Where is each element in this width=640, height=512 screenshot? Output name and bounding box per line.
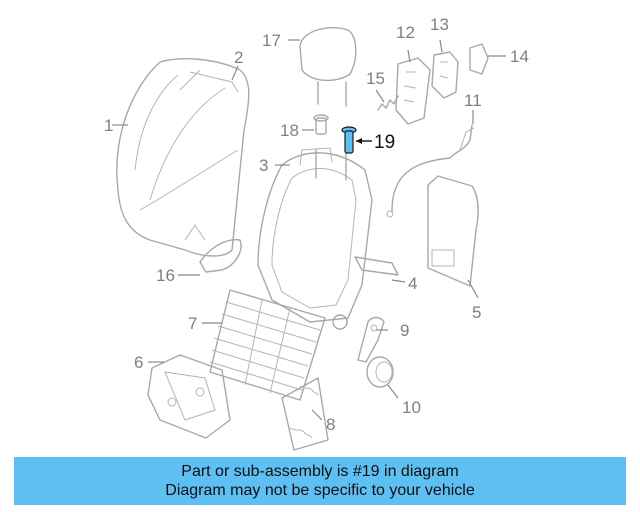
callout-17: 17 (262, 31, 281, 50)
guide-sleeve-part (313, 114, 329, 135)
callout-1: 1 (104, 116, 113, 135)
cable-part (386, 124, 475, 218)
callout-8: 8 (326, 415, 335, 434)
parts-diagram: 1 2 3 4 5 6 7 8 9 10 11 12 13 14 15 16 1… (104, 15, 529, 451)
callout-12: 12 (396, 23, 415, 42)
callout-9: 9 (400, 321, 409, 340)
callout-19: 19 (374, 132, 395, 153)
seat-bracket-part (147, 354, 231, 439)
switch-part (431, 51, 459, 99)
lumbar-grid-part (209, 289, 326, 401)
seat-back-frame-part (257, 147, 373, 330)
callout-11: 11 (464, 91, 482, 110)
callout-4: 4 (408, 274, 417, 293)
switch-knob-part (469, 43, 489, 75)
seat-back-cushion-part (116, 58, 250, 257)
callout-14: 14 (510, 47, 529, 66)
headrest-part (299, 27, 357, 107)
lever-part (357, 316, 385, 363)
switch-panel-part (395, 57, 431, 125)
leader-lines (112, 39, 506, 421)
callout-18: 18 (280, 121, 299, 140)
callout-15: 15 (366, 69, 385, 88)
spring-part (377, 95, 399, 111)
knob-part (366, 356, 394, 388)
callout-16: 16 (156, 266, 175, 285)
banner-line-2: Diagram may not be specific to your vehi… (165, 482, 475, 499)
seat-back-cover-part (189, 71, 239, 93)
banner-line-1: Part or sub-assembly is #19 in diagram (181, 463, 459, 480)
callout-2: 2 (234, 48, 243, 67)
trim-part (199, 238, 242, 273)
callout-10: 10 (402, 398, 421, 417)
callout-3: 3 (259, 156, 268, 175)
callout-13: 13 (430, 15, 449, 34)
callout-7: 7 (188, 314, 197, 333)
panel-part (354, 256, 399, 276)
callout-6: 6 (134, 353, 143, 372)
spring-set-part (281, 377, 329, 451)
info-banner: Part or sub-assembly is #19 in diagram D… (14, 457, 626, 505)
back-panel-part (427, 175, 479, 287)
guide-part-19[interactable] (341, 126, 357, 154)
callout-5: 5 (472, 303, 481, 322)
callout-labels: 1 2 3 4 5 6 7 8 9 10 11 12 13 14 15 16 1… (104, 15, 529, 434)
